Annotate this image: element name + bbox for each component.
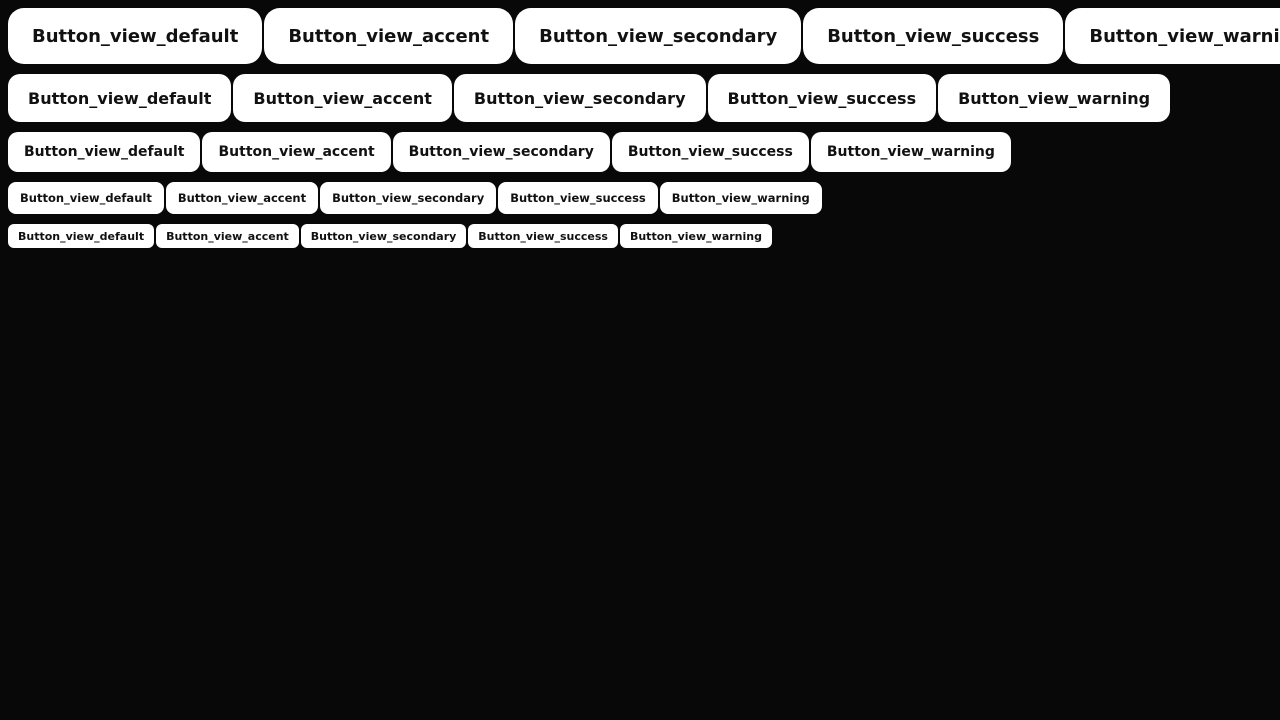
- button-success-s[interactable]: Button_view_success: [498, 182, 658, 214]
- button-accent-xl[interactable]: Button_view_accent: [264, 8, 514, 64]
- button-warning-s[interactable]: Button_view_warning: [659, 182, 822, 214]
- button-accent-l[interactable]: Button_view_accent: [233, 74, 452, 122]
- button-success-xl[interactable]: Button_view_success: [803, 8, 1064, 64]
- button-default-xs[interactable]: Button_view_default: [8, 224, 155, 248]
- button-accent-s[interactable]: Button_view_accent: [165, 182, 319, 214]
- button-secondary-xs[interactable]: Button_view_secondary: [300, 224, 467, 248]
- button-success-m[interactable]: Button_view_success: [611, 132, 809, 172]
- button-default-s[interactable]: Button_view_default: [8, 182, 164, 214]
- button-warning-xl[interactable]: Button_view_warning: [1065, 8, 1280, 64]
- button-row-xl: Button_view_default Button_view_accent B…: [8, 8, 1280, 64]
- button-success-l[interactable]: Button_view_success: [707, 74, 937, 122]
- button-row-m: Button_view_default Button_view_accent B…: [8, 132, 1011, 172]
- button-secondary-l[interactable]: Button_view_secondary: [453, 74, 706, 122]
- button-row-xs: Button_view_default Button_view_accent B…: [8, 224, 772, 248]
- button-row-s: Button_view_default Button_view_accent B…: [8, 182, 822, 214]
- button-warning-l[interactable]: Button_view_warning: [938, 74, 1171, 122]
- button-warning-m[interactable]: Button_view_warning: [810, 132, 1011, 172]
- button-accent-xs[interactable]: Button_view_accent: [156, 224, 299, 248]
- button-default-xl[interactable]: Button_view_default: [8, 8, 263, 64]
- button-accent-m[interactable]: Button_view_accent: [202, 132, 391, 172]
- button-row-l: Button_view_default Button_view_accent B…: [8, 74, 1171, 122]
- button-secondary-m[interactable]: Button_view_secondary: [392, 132, 610, 172]
- button-secondary-xl[interactable]: Button_view_secondary: [515, 8, 802, 64]
- button-secondary-s[interactable]: Button_view_secondary: [320, 182, 497, 214]
- button-default-l[interactable]: Button_view_default: [8, 74, 232, 122]
- button-warning-xs[interactable]: Button_view_warning: [619, 224, 772, 248]
- button-success-xs[interactable]: Button_view_success: [468, 224, 618, 248]
- button-default-m[interactable]: Button_view_default: [8, 132, 201, 172]
